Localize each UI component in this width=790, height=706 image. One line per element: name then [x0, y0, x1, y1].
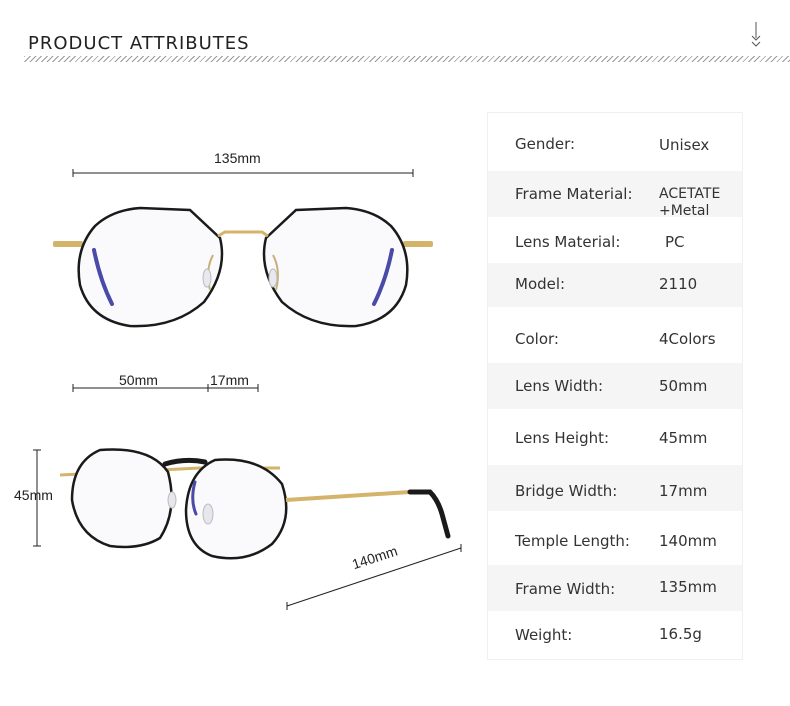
attribute-value: PC: [665, 233, 685, 251]
section-title: PRODUCT ATTRIBUTES: [28, 33, 250, 54]
dimension-line-lens-height: [33, 449, 41, 547]
attribute-value: ACETATE +Metal: [659, 186, 721, 219]
glasses-illustration: [33, 169, 462, 610]
attribute-label: Gender:: [515, 135, 576, 153]
attribute-value: 16.5g: [659, 625, 702, 643]
side-view-glasses: [59, 448, 451, 560]
bridge-width-label: 17mm: [210, 372, 249, 388]
attribute-label: Lens Width:: [515, 377, 604, 395]
double-chevron-down-icon: [751, 22, 761, 47]
attribute-value: 45mm: [659, 429, 708, 447]
attribute-value: 135mm: [659, 578, 717, 596]
attribute-value: 2110: [659, 275, 698, 293]
attribute-label: Lens Height:: [515, 429, 610, 447]
front-view-glasses: [53, 206, 433, 328]
attribute-label: Lens Material:: [515, 233, 621, 251]
attribute-row-frame-width: Frame Width: 135mm: [488, 565, 742, 611]
lens-width-label: 50mm: [119, 372, 158, 388]
dimension-line-total-width: [72, 169, 414, 177]
dimension-line-lens-bridge: [72, 384, 259, 392]
attribute-label: Model:: [515, 275, 566, 293]
attribute-value: 140mm: [659, 532, 717, 550]
glasses-diagram: 135mm 50mm 17mm 45mm 140mm: [0, 90, 480, 650]
attribute-row-bridge-width: Bridge Width: 17mm: [488, 465, 742, 511]
hatched-divider: [24, 56, 790, 62]
attribute-label: Frame Width:: [515, 580, 616, 598]
lens-height-label: 45mm: [14, 487, 53, 503]
attribute-label: Frame Material:: [515, 185, 633, 203]
attribute-row-color: Color: 4Colors: [488, 307, 742, 363]
attribute-row-temple-length: Temple Length: 140mm: [488, 511, 742, 565]
attribute-row-model: Model: 2110: [488, 263, 742, 307]
attribute-value: 17mm: [659, 482, 708, 500]
attribute-value: 4Colors: [659, 330, 716, 348]
attribute-value: 50mm: [659, 377, 708, 395]
attribute-label: Bridge Width:: [515, 482, 618, 500]
attribute-row-frame-material: Frame Material: ACETATE +Metal: [488, 171, 742, 219]
attribute-row-lens-material: Lens Material: PC: [488, 217, 742, 263]
attribute-label: Color:: [515, 330, 559, 348]
section-header: PRODUCT ATTRIBUTES: [0, 0, 790, 70]
attribute-label: Weight:: [515, 626, 573, 644]
attribute-value: Unisex: [659, 136, 710, 154]
dimension-line-temple-length: [286, 544, 462, 610]
attribute-row-lens-height: Lens Height: 45mm: [488, 409, 742, 465]
attribute-row-weight: Weight: 16.5g: [488, 611, 742, 659]
attribute-label: Temple Length:: [515, 532, 630, 550]
attribute-row-lens-width: Lens Width: 50mm: [488, 363, 742, 409]
attributes-table: Gender: Unisex Frame Material: ACETATE +…: [488, 113, 742, 659]
total-width-label: 135mm: [214, 150, 261, 166]
attribute-row-gender: Gender: Unisex: [488, 113, 742, 171]
